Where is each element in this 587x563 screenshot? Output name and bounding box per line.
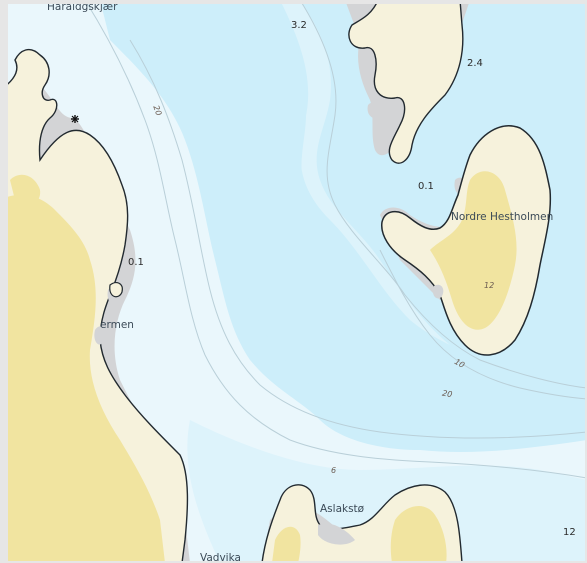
place-name-vadvika: Vadvika (200, 552, 241, 563)
contour-label-bottom-6: 6 (331, 466, 336, 475)
deep-center (150, 0, 587, 431)
depth-sounding-bottom-right: 12 (563, 527, 576, 538)
asterisk-landmark-icon (71, 115, 79, 123)
contour-label-right-20: 20 (441, 389, 453, 400)
depth-sounding-island-west: 0.1 (418, 181, 434, 192)
place-name-aslakstoe: Aslakstø (320, 503, 365, 515)
contour-label-island-12: 12 (484, 281, 494, 290)
depth-sounding-left-shore: 0.1 (128, 257, 144, 268)
place-name-ermen: ermen (100, 319, 134, 331)
depth-sounding-top-right: 2.4 (467, 58, 483, 69)
north-island (345, 0, 470, 164)
depth-contours (84, 0, 587, 479)
depth-sounding-top-center: 3.2 (291, 20, 307, 31)
island-nordre-hestholmen (380, 125, 552, 356)
place-name-haraldgskjaer: Haraldgskjær (47, 1, 118, 13)
contour-label-left-20: 20 (151, 104, 163, 117)
place-name-nordre-hestholmen: Nordre Hestholmen (451, 211, 553, 223)
contour-label-right-10: 10 (453, 357, 466, 370)
left-landmass (0, 48, 190, 563)
island-aslakstoe (261, 484, 463, 563)
